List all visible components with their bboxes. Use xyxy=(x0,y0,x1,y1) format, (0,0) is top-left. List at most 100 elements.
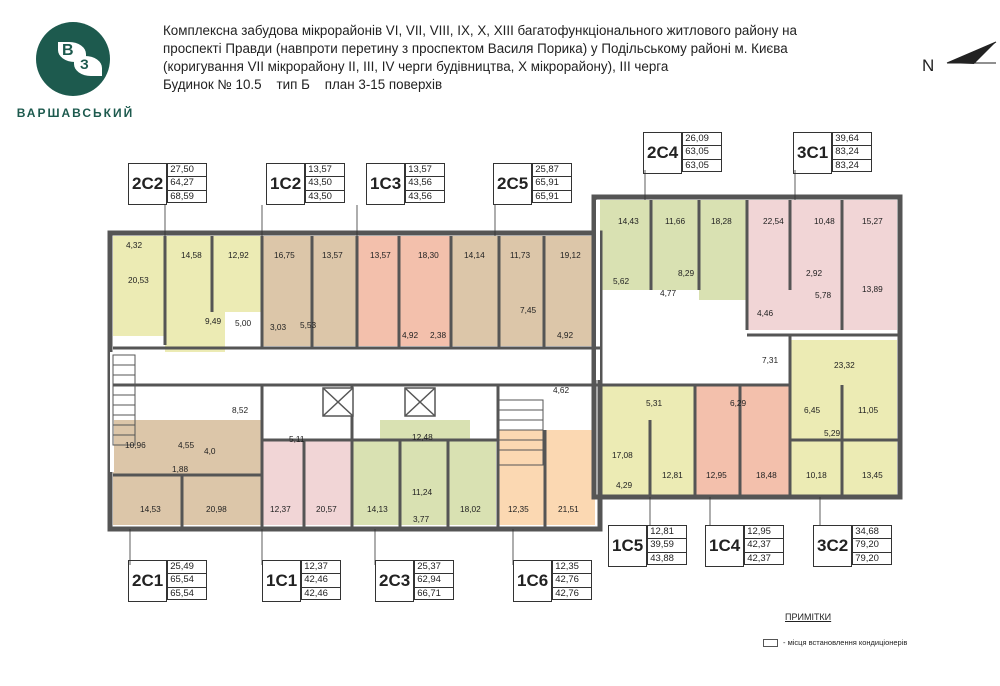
area-living: 12,81 xyxy=(648,526,687,540)
room-area: 3,03 xyxy=(270,322,287,332)
area-living: 13,57 xyxy=(406,164,445,178)
area-total: 83,24 xyxy=(833,146,872,160)
area-living: 39,64 xyxy=(833,133,872,147)
room-fill xyxy=(165,312,225,352)
room-area: 14,14 xyxy=(464,250,485,260)
room-area: 4,46 xyxy=(757,308,774,318)
room-area: 5,11 xyxy=(289,434,305,444)
area-full: 43,56 xyxy=(408,190,432,202)
area-living: 34,68 xyxy=(853,526,892,540)
area-full: 79,20 xyxy=(855,552,879,564)
room-area: 12,81 xyxy=(662,470,683,480)
room-area: 15,27 xyxy=(862,216,883,226)
corridor xyxy=(135,352,745,382)
north-arrow-icon: N xyxy=(922,36,997,75)
developer-logo: В З ВАРШАВСЬКИЙ xyxy=(8,22,143,127)
room-area: 20,53 xyxy=(128,275,149,285)
room-fill xyxy=(262,236,312,346)
header-line-4: Будинок № 10.5 тип Б план 3-15 поверхів xyxy=(163,77,443,92)
room-fill xyxy=(380,420,470,442)
area-total: 43,50 xyxy=(306,177,345,191)
room-area: 11,05 xyxy=(858,405,879,415)
room-area: 5,29 xyxy=(824,428,841,438)
area-living: 25,37 xyxy=(415,561,454,575)
project-header: Комплексна забудова мікрорайонів VI, VII… xyxy=(163,22,923,94)
room-area: 12,48 xyxy=(412,432,433,442)
room-fill xyxy=(596,200,651,290)
area-total: 62,94 xyxy=(415,574,454,588)
room-area: 3,77 xyxy=(413,514,430,524)
apartment-name: 2С2 xyxy=(128,163,168,205)
area-full: 42,76 xyxy=(555,587,579,599)
header-line-1: Комплексна забудова мікрорайонів VI, VII… xyxy=(163,23,797,38)
room-area: 11,73 xyxy=(510,250,531,260)
room-area: 2,92 xyxy=(806,268,823,278)
area-total: 43,56 xyxy=(406,177,445,191)
room-area: 14,43 xyxy=(618,216,639,226)
room-fill xyxy=(651,200,699,290)
apartment-name: 2С5 xyxy=(493,163,533,205)
area-full: 63,05 xyxy=(685,159,709,171)
room-fill xyxy=(212,236,262,312)
room-area: 18,28 xyxy=(711,216,732,226)
area-total: 65,91 xyxy=(533,177,572,191)
room-area: 12,35 xyxy=(508,504,529,514)
room-area: 5,78 xyxy=(815,290,832,300)
header-line-2: проспекті Правди (навпроти перетину з пр… xyxy=(163,41,788,56)
room-area: 4,0 xyxy=(204,446,216,456)
apartment-name: 1С2 xyxy=(266,163,306,205)
header-line-3: (коригування VII мікрорайону II, III, IV… xyxy=(163,59,669,74)
apartment-name: 2С1 xyxy=(128,560,168,602)
room-fill xyxy=(165,236,212,312)
room-area: 6,45 xyxy=(804,405,821,415)
room-fill xyxy=(448,440,496,525)
room-fill xyxy=(113,420,263,525)
room-area: 4,77 xyxy=(660,288,677,298)
room-area: 12,92 xyxy=(228,250,249,260)
area-living: 12,95 xyxy=(745,526,784,540)
room-fill xyxy=(747,200,897,330)
room-fill xyxy=(498,430,545,525)
room-area: 5,31 xyxy=(646,398,663,408)
room-area: 14,53 xyxy=(140,504,161,514)
apartment-name: 1С5 xyxy=(608,525,648,567)
area-full: 65,54 xyxy=(170,587,194,599)
notes-text: - місця встановлення кондиціонерів xyxy=(783,638,908,647)
area-total: 65,54 xyxy=(168,574,207,588)
room-fill xyxy=(312,236,357,346)
room-fill xyxy=(262,440,304,525)
area-total: 79,20 xyxy=(853,539,892,553)
room-fill xyxy=(357,236,399,346)
apartment-name: 1С1 xyxy=(262,560,302,602)
area-living: 25,87 xyxy=(533,164,572,178)
area-total: 39,59 xyxy=(648,539,687,553)
room-area: 4,92 xyxy=(557,330,574,340)
air-conditioner-spot-icon xyxy=(763,639,778,647)
area-total: 42,76 xyxy=(553,574,592,588)
area-living: 12,35 xyxy=(553,561,592,575)
room-area: 12,95 xyxy=(706,470,727,480)
elevator-icon xyxy=(322,387,436,417)
apartment-name: 2С4 xyxy=(643,132,683,174)
room-area: 20,98 xyxy=(206,504,227,514)
logo-wordmark: ВАРШАВСЬКИЙ xyxy=(16,106,135,120)
area-total: 64,27 xyxy=(168,177,207,191)
area-living: 25,49 xyxy=(168,561,207,575)
room-area: 14,58 xyxy=(181,250,202,260)
room-area: 14,13 xyxy=(367,504,388,514)
